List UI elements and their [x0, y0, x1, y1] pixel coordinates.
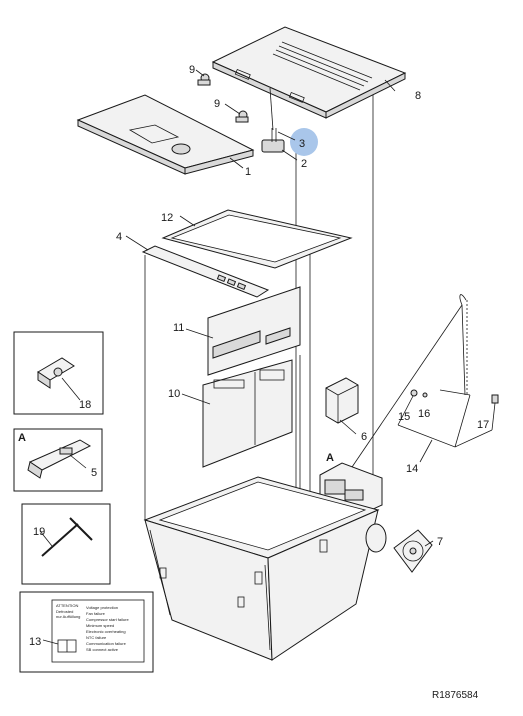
label-line: Voltage protection: [86, 605, 118, 610]
key-tool: [41, 517, 93, 557]
callout-number: 11: [173, 322, 184, 334]
callout-number: 4: [116, 231, 122, 243]
gasket-frame: [161, 209, 353, 269]
callout-number: 15: [398, 411, 410, 423]
callout-number: 8: [415, 90, 421, 102]
label-line: Compressor start failure: [86, 617, 129, 622]
reference-code: R1876584: [432, 690, 479, 701]
highlight-marker: [290, 128, 318, 156]
side-panel: [202, 359, 293, 468]
callout-number: 9: [189, 64, 195, 76]
callout-number: 2: [301, 158, 307, 170]
callout-number: 12: [161, 212, 173, 224]
hinge: [261, 128, 285, 153]
callout-number: 17: [477, 419, 489, 431]
callout-number: 6: [361, 431, 367, 443]
warning-label-card: ATTENTION Defrosted nur Auffüllung Volta…: [51, 599, 145, 663]
callout-number: 18: [79, 399, 91, 411]
label-line: Communication failure: [86, 641, 127, 646]
front-strip: [141, 245, 270, 298]
thermostat-component: [37, 357, 75, 389]
label-sub: Defrosted: [56, 609, 73, 614]
callout-number: 3: [299, 138, 305, 150]
callout-number: 7: [437, 536, 443, 548]
electronics-box: [325, 377, 359, 424]
cabinet-body: [143, 476, 380, 661]
small-lid: [76, 94, 255, 175]
label-line: Minimum speed: [86, 623, 114, 628]
upper-back-panel: [207, 286, 301, 376]
callout-number: 10: [168, 388, 180, 400]
component-a-label: A: [326, 452, 334, 464]
callout-number: 19: [33, 526, 45, 538]
label-line: Electronic overheating: [86, 629, 126, 634]
label-line: SB connect active: [86, 647, 119, 652]
label-line: Fan failure: [86, 611, 106, 616]
callout-number: 14: [406, 463, 418, 475]
fastening-clip: [197, 73, 211, 86]
label-line: NTC failure: [86, 635, 107, 640]
callout-number: 1: [245, 166, 251, 178]
callout-number: 13: [29, 636, 41, 648]
label-sub: nur Auffüllung: [56, 614, 80, 619]
fastening-clip: [235, 110, 249, 123]
callout-number: 9: [214, 98, 220, 110]
power-cable: [349, 294, 499, 471]
label-header: ATTENTION: [56, 603, 78, 608]
inset-box: [21, 503, 111, 585]
callout-number: 5: [91, 467, 97, 479]
callout-number: 16: [418, 408, 430, 420]
inset-a-label: A: [18, 432, 26, 444]
top-lid: [211, 26, 407, 131]
fan: [365, 523, 433, 573]
latch-component: [27, 439, 92, 479]
